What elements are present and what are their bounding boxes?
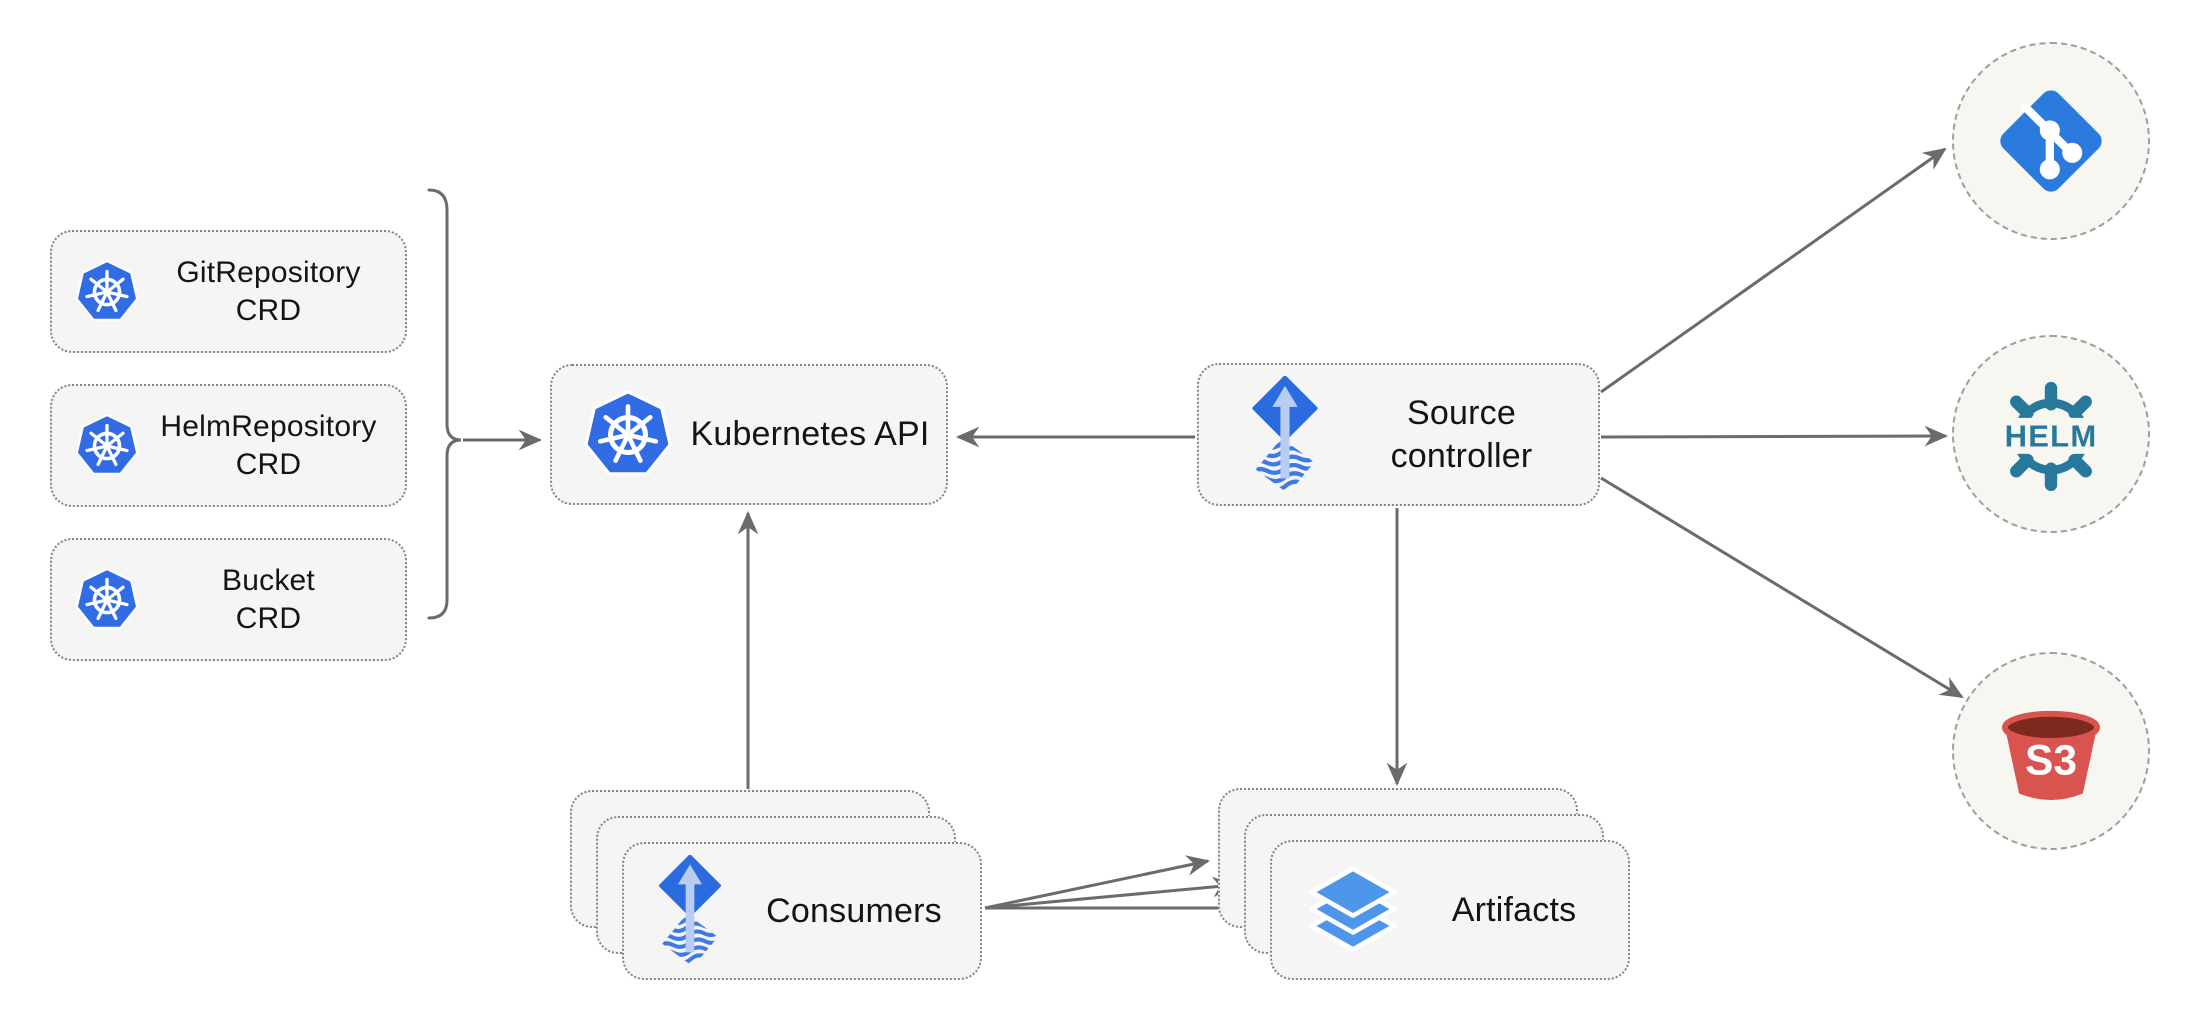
bucket-crd-node: Bucket CRD: [50, 538, 407, 661]
helm-node: HELM: [1952, 335, 2150, 533]
node-label: Bucket CRD: [140, 562, 405, 638]
artifacts-node: Artifacts: [1270, 840, 1630, 980]
kubernetes-icon: [582, 389, 674, 481]
node-label: GitRepository CRD: [140, 254, 405, 330]
crd-title: GitRepository: [176, 255, 361, 289]
arrow-source-to-s3: [1600, 476, 1964, 699]
crd-subtitle: CRD: [235, 447, 302, 481]
helm-label: HELM: [2005, 418, 2098, 453]
crd-grouping-bracket: [427, 188, 462, 620]
node-label: Artifacts: [1451, 890, 1577, 929]
git-node: [1952, 42, 2150, 240]
crd-subtitle: CRD: [235, 293, 302, 327]
node-label: Kubernetes API: [690, 415, 930, 454]
node-label: Source controller: [1325, 392, 1598, 478]
s3-bucket-icon: S3: [1992, 692, 2110, 810]
node-label: Consumers: [766, 891, 942, 930]
arrow-consumers-to-artifacts-middle: [984, 876, 1237, 910]
crd-title: HelmRepository: [160, 409, 377, 443]
helmrepository-crd-node: HelmRepository CRD: [50, 384, 407, 507]
s3-node: S3: [1952, 652, 2150, 850]
node-label: HelmRepository CRD: [140, 408, 405, 484]
source-label-line1: Source: [1407, 393, 1516, 432]
kubernetes-icon: [74, 566, 140, 633]
kubernetes-icon: [74, 258, 140, 325]
layers-icon: [1306, 865, 1400, 955]
flux-icon: [652, 855, 728, 967]
s3-label: S3: [2025, 738, 2077, 785]
git-icon: [1992, 82, 2110, 200]
gitrepository-crd-node: GitRepository CRD: [50, 230, 407, 353]
arrow-source-to-git: [1600, 147, 1947, 394]
kubernetes-api-node: Kubernetes API: [550, 364, 948, 505]
helm-wheel-icon: HELM: [1989, 372, 2113, 496]
consumers-node: Consumers: [622, 842, 982, 980]
flux-icon: [1245, 376, 1325, 494]
arrow-source-to-helm: [1600, 425, 1949, 447]
crd-subtitle: CRD: [235, 601, 302, 635]
source-label-line2: controller: [1390, 436, 1533, 475]
crd-title: Bucket: [222, 563, 315, 597]
source-controller-node: Source controller: [1197, 363, 1600, 506]
arrow-consumers-to-artifacts-back: [984, 855, 1210, 910]
kubernetes-icon: [74, 412, 140, 479]
